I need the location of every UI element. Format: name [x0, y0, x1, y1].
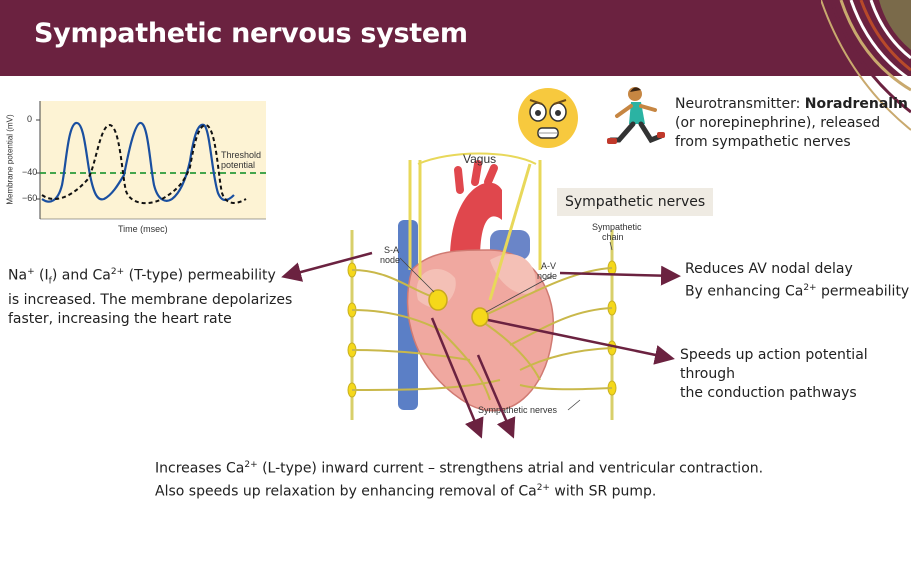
av-text-line2-end: permeability	[816, 283, 910, 300]
sympathetic-nerves-box: Sympathetic nerves	[557, 188, 713, 216]
slide-title: Sympathetic nervous system	[34, 18, 468, 49]
av-text-line2: By enhancing Ca	[685, 283, 804, 300]
conduction-line2: the conduction pathways	[680, 385, 857, 401]
sa-text-ttype: (T-type) permeability	[124, 267, 276, 284]
contract-line2: Also speeds up relaxation by enhancing r…	[155, 483, 537, 500]
arrow-atrial	[430, 317, 484, 439]
contract-line1: Increases Ca	[155, 460, 245, 477]
av-effect-text: Reduces AV nodal delay By enhancing Ca2+…	[685, 260, 909, 302]
av-text-line1: Reduces AV nodal delay	[685, 261, 853, 277]
conduction-line1: Speeds up action potential through	[680, 347, 868, 382]
contraction-effect-text: Increases Ca2+ (L-type) inward current –…	[155, 456, 763, 501]
sup-2plus: 2+	[110, 267, 125, 277]
av-node	[471, 307, 489, 327]
sa-node	[428, 289, 448, 311]
arrow-sa	[281, 251, 373, 282]
threshold-label-2: potential	[221, 160, 256, 170]
sub-f: f	[48, 276, 52, 287]
sa-text-if: (I	[34, 267, 49, 284]
sup-2plus: 2+	[803, 283, 817, 293]
vagus-label: Vagus	[463, 152, 497, 166]
sa-text-ca: ) and Ca	[51, 267, 111, 284]
sa-text-na: Na	[8, 267, 28, 284]
sympathetic-chain-label-1: Sympathetic	[592, 222, 642, 232]
graph-xlabel: Time (msec)	[118, 224, 168, 234]
sup-2plus: 2+	[536, 482, 550, 493]
sympathetic-nerves-label: Sympathetic nerves	[478, 405, 558, 415]
running-person-icon	[607, 87, 665, 144]
baseline-trace	[41, 121, 235, 203]
sup-2plus: 2+	[244, 460, 258, 470]
corner-decoration	[821, 0, 911, 131]
aorta	[450, 182, 502, 260]
contract-line2-end: with SR pump.	[549, 483, 657, 500]
sa-effect-text: Na+ (If) and Ca2+ (T-type) permeability …	[8, 263, 292, 329]
av-node-label-1: A-V	[541, 261, 557, 271]
tick-minus-40: −40	[22, 167, 38, 177]
action-potential-graph	[36, 101, 266, 220]
sympathetic-chain-label-2: chain	[602, 232, 624, 242]
sympathetic-trace	[41, 123, 247, 205]
neurotransmitter-text: Neurotransmitter: Noradrenalin (or norep…	[675, 95, 908, 152]
av-node-label-2: node	[537, 271, 558, 281]
threshold-label-1: Threshold	[221, 150, 262, 160]
sa-node-label-1: S-A	[384, 245, 400, 255]
tick-minus-60: −60	[22, 193, 38, 203]
sa-text-line2: is increased. The membrane depolarizes	[8, 292, 293, 309]
nt-line3: from sympathetic nerves	[675, 134, 851, 150]
nt-line2: (or norepinephrine), released	[675, 115, 881, 131]
title-bar	[0, 0, 911, 76]
heart-diagram	[347, 152, 617, 420]
arrow-ventricular	[476, 354, 516, 439]
sa-text-line3: faster, increasing the heart rate	[8, 311, 232, 328]
sup-plus: +	[27, 267, 35, 277]
contract-line1-end: (L-type) inward current – strengthens at…	[257, 460, 764, 477]
sa-node-label-2: node	[380, 255, 401, 265]
shocked-face-icon	[518, 88, 578, 148]
nt-prefix: Neurotransmitter:	[675, 96, 805, 112]
conduction-effect-text: Speeds up action potential through the c…	[680, 346, 911, 403]
arrow-av	[559, 265, 681, 286]
nt-name: Noradrenalin	[804, 96, 908, 112]
tick-0: 0	[27, 114, 33, 124]
arrow-conduction	[487, 318, 675, 365]
